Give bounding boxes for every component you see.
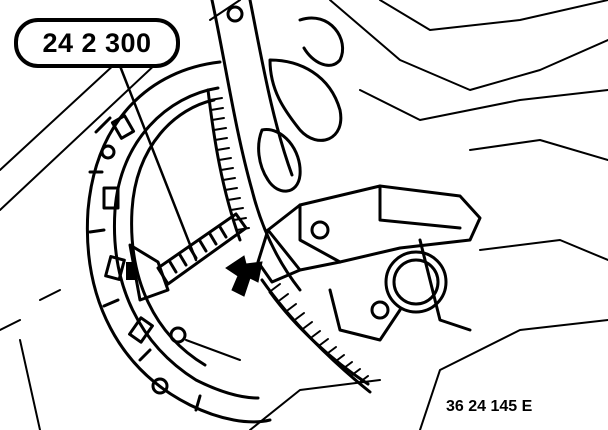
figure-code: 36 24 145 E (440, 398, 606, 416)
ring-gear-teeth (260, 278, 372, 394)
flywheel-disc (210, 0, 345, 292)
shadow-patch (126, 262, 136, 280)
flange-leader-line (185, 339, 241, 361)
ring-gear-teeth-upper (206, 88, 250, 242)
bolt-holes (100, 5, 448, 395)
locking-bracket (256, 184, 482, 342)
tool-leader-line (118, 64, 198, 262)
locking-pin (128, 212, 248, 302)
housing-flange (85, 60, 272, 424)
direction-arrow (225, 255, 263, 297)
tool-number-badge: 24 2 300 (14, 18, 180, 68)
flange-windows (102, 114, 154, 344)
